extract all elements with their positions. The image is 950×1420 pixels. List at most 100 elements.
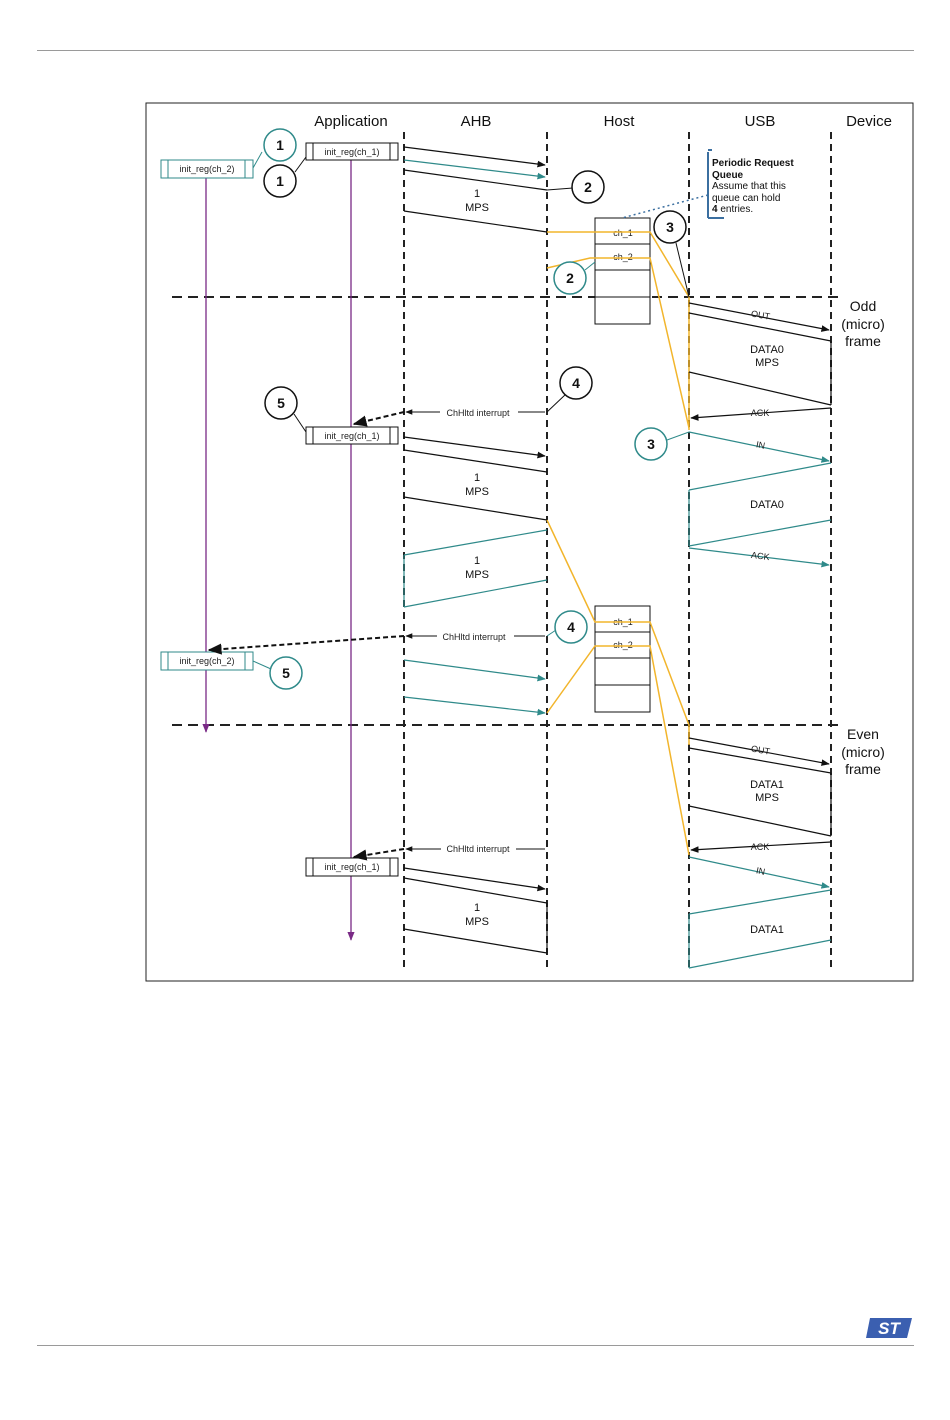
svg-text:Assume that this: Assume that this bbox=[712, 181, 786, 192]
schedule-path-ch2-frame2 bbox=[546, 645, 690, 856]
svg-text:IN: IN bbox=[755, 439, 766, 451]
svg-text:init_reg(ch_2): init_reg(ch_2) bbox=[179, 164, 234, 174]
svg-text:ACK: ACK bbox=[751, 550, 771, 562]
svg-text:ACK: ACK bbox=[751, 842, 770, 852]
ahb-data-ch1-frame1: 1 MPS bbox=[403, 169, 548, 233]
page-top-rule bbox=[37, 50, 914, 51]
step-4-teal-callout: 4 bbox=[546, 610, 588, 644]
init-reg-ch1-box-3: init_reg(ch_1) bbox=[305, 857, 399, 877]
init-reg-ch1-box-1: init_reg(ch_1) bbox=[305, 142, 399, 161]
step-1-black-callout: 1 bbox=[263, 156, 307, 198]
figure-border bbox=[145, 102, 914, 982]
ahb-write-ch2 bbox=[403, 159, 546, 180]
usb-ack-3: ACK bbox=[690, 841, 832, 853]
svg-text:DATA1: DATA1 bbox=[750, 779, 784, 791]
step-5-black-callout: 5 bbox=[264, 386, 307, 433]
svg-text:ch_2: ch_2 bbox=[613, 640, 633, 650]
step-3-black-callout: 3 bbox=[653, 210, 690, 298]
step-2-teal-callout: 2 bbox=[553, 261, 596, 295]
init-reg-ch2-box-2: init_reg(ch_2) bbox=[160, 651, 254, 671]
svg-text:queue can hold: queue can hold bbox=[712, 193, 780, 204]
ahb-write-ch1-3 bbox=[403, 867, 546, 892]
svg-text:init_reg(ch_1): init_reg(ch_1) bbox=[324, 431, 379, 441]
svg-text:5: 5 bbox=[277, 395, 285, 411]
svg-text:Even: Even bbox=[847, 726, 879, 742]
usb-data1-in-1: DATA1 bbox=[688, 889, 832, 969]
usb-out-token-1: OUT bbox=[688, 302, 830, 332]
svg-text:4 entries.: 4 entries. bbox=[712, 204, 753, 215]
svg-text:init_reg(ch_1): init_reg(ch_1) bbox=[324, 147, 379, 157]
column-header-application: Application bbox=[314, 113, 387, 130]
usb-ack-2: ACK bbox=[688, 547, 830, 568]
even-frame-label: Even (micro) frame bbox=[841, 726, 885, 777]
column-header-usb: USB bbox=[745, 113, 776, 130]
st-logo-icon: ST bbox=[866, 1318, 912, 1338]
ahb-data-ch1-frame2: 1 MPS bbox=[403, 449, 548, 521]
svg-text:ChHltd interrupt: ChHltd interrupt bbox=[446, 408, 510, 418]
usb-out-token-2: OUT bbox=[688, 737, 830, 766]
usb-ack-1: ACK bbox=[690, 407, 832, 421]
usb-data1-out-1: DATA1 MPS bbox=[688, 747, 832, 837]
svg-text:Queue: Queue bbox=[712, 170, 744, 181]
svg-text:init_reg(ch_2): init_reg(ch_2) bbox=[179, 656, 234, 666]
svg-text:init_reg(ch_1): init_reg(ch_1) bbox=[324, 862, 379, 872]
svg-text:MPS: MPS bbox=[465, 569, 489, 581]
svg-text:1: 1 bbox=[474, 188, 480, 200]
svg-text:1: 1 bbox=[276, 173, 284, 189]
svg-text:(micro): (micro) bbox=[841, 744, 885, 760]
svg-text:1: 1 bbox=[474, 472, 480, 484]
svg-text:2: 2 bbox=[584, 179, 592, 195]
svg-text:DATA0: DATA0 bbox=[750, 344, 784, 356]
svg-text:ch_1: ch_1 bbox=[613, 228, 633, 238]
svg-text:MPS: MPS bbox=[755, 792, 779, 804]
svg-text:(micro): (micro) bbox=[841, 316, 885, 332]
ahb-chhltd-interrupt-1: ChHltd interrupt bbox=[352, 408, 545, 427]
ahb-data-ch2-2 bbox=[403, 696, 546, 716]
step-4-black-callout: 4 bbox=[546, 366, 593, 413]
svg-text:frame: frame bbox=[845, 333, 881, 349]
svg-text:MPS: MPS bbox=[465, 202, 489, 214]
svg-text:3: 3 bbox=[666, 219, 674, 235]
column-header-ahb: AHB bbox=[461, 113, 492, 130]
ahb-write-ch1 bbox=[403, 146, 546, 168]
svg-text:4: 4 bbox=[572, 375, 580, 391]
svg-text:ST: ST bbox=[878, 1319, 901, 1338]
svg-text:OUT: OUT bbox=[750, 308, 771, 321]
svg-text:1: 1 bbox=[276, 137, 284, 153]
svg-text:IN: IN bbox=[755, 865, 766, 877]
svg-text:DATA0: DATA0 bbox=[750, 499, 784, 511]
svg-text:ACK: ACK bbox=[751, 408, 770, 418]
svg-text:2: 2 bbox=[566, 270, 574, 286]
column-header-host: Host bbox=[604, 113, 636, 130]
page-bottom-rule bbox=[37, 1345, 914, 1346]
svg-text:Odd: Odd bbox=[850, 298, 876, 314]
svg-text:ch_2: ch_2 bbox=[613, 252, 633, 262]
svg-text:MPS: MPS bbox=[465, 486, 489, 498]
periodic-queue-note: Periodic Request Queue Assume that this … bbox=[621, 149, 794, 219]
svg-text:5: 5 bbox=[282, 665, 290, 681]
usb-data0-in-1: DATA0 bbox=[688, 462, 832, 547]
init-reg-ch1-box-2: init_reg(ch_1) bbox=[305, 426, 399, 445]
ahb-data-ch2-frame2: 1 MPS bbox=[403, 529, 548, 608]
svg-text:ChHltd interrupt: ChHltd interrupt bbox=[446, 844, 510, 854]
svg-text:DATA1: DATA1 bbox=[750, 924, 784, 936]
step-5-teal-callout: 5 bbox=[252, 656, 303, 690]
svg-text:ChHltd interrupt: ChHltd interrupt bbox=[442, 632, 506, 642]
svg-text:3: 3 bbox=[647, 436, 655, 452]
svg-text:MPS: MPS bbox=[755, 357, 779, 369]
step-3-teal-callout: 3 bbox=[634, 427, 690, 461]
svg-text:4: 4 bbox=[567, 619, 575, 635]
usb-in-token-2: IN bbox=[688, 856, 830, 889]
periodic-request-queue-1: ch_1 ch_2 bbox=[594, 217, 651, 325]
odd-frame-label: Odd (micro) frame bbox=[841, 298, 885, 349]
column-header-device: Device bbox=[846, 113, 892, 130]
step-1-teal-callout: 1 bbox=[252, 128, 297, 169]
schedule-path-ch1-frame1 bbox=[547, 231, 690, 430]
ahb-chhltd-interrupt-2: ChHltd interrupt bbox=[207, 632, 545, 655]
ahb-write-ch2-2 bbox=[403, 659, 546, 682]
ahb-write-ch1-2 bbox=[403, 436, 546, 459]
svg-text:1: 1 bbox=[474, 902, 480, 914]
usb-in-token-1: IN bbox=[688, 431, 830, 463]
svg-text:frame: frame bbox=[845, 761, 881, 777]
